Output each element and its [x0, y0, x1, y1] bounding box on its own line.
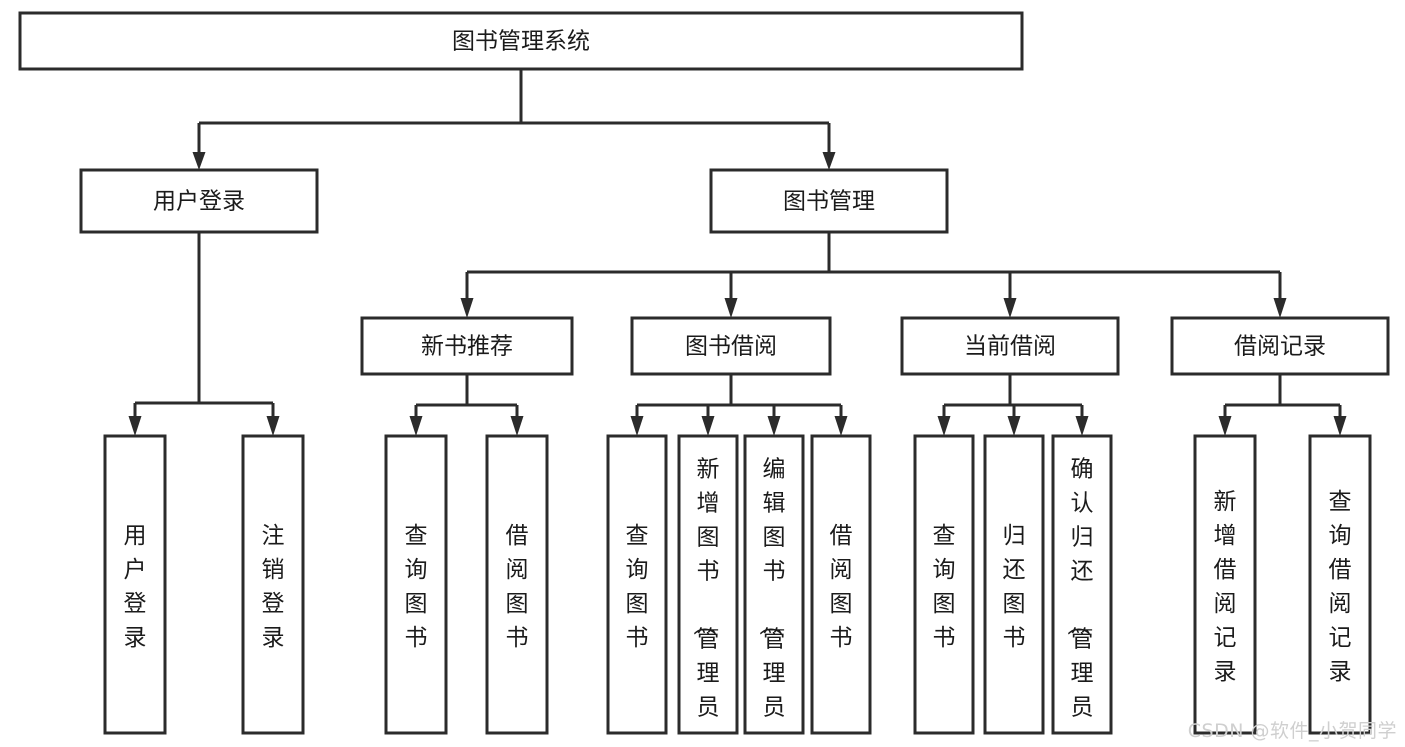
arrow-to-newbook [460, 298, 474, 318]
node-book-management-label: 图书管理 [783, 189, 875, 215]
arrow-to-user-login [192, 152, 206, 170]
node-current-borrow-box[interactable] [900, 316, 1120, 376]
arrow-to-current [1003, 298, 1017, 318]
leaf-node-label: 注销登录 [262, 523, 285, 651]
leaf-node[interactable]: 确认归还（管理员） [1051, 434, 1113, 747]
leaf-node-box[interactable] [810, 434, 872, 735]
leaf-node[interactable]: 新增图书（管理员） [677, 434, 739, 747]
node-borrow-record-label: 借阅记录 [1234, 334, 1326, 360]
leaf-node[interactable]: 查询借阅记录 [1308, 434, 1372, 735]
arrow-record-l2 [1333, 416, 1347, 436]
leaf-node-box[interactable] [485, 434, 549, 735]
leaf-node-box[interactable] [1308, 434, 1372, 735]
leaf-node[interactable]: 编辑图书（管理员） [743, 434, 805, 747]
leaf-node-box[interactable] [606, 434, 668, 735]
node-new-book-recommend-label: 新书推荐 [421, 334, 513, 360]
leaf-node-label: 新增借阅记录 [1214, 489, 1237, 685]
leaf-node-box[interactable] [103, 434, 167, 735]
leaf-node[interactable]: 借阅图书 [485, 434, 549, 735]
leaf-node[interactable]: 用户登录 [103, 434, 167, 735]
leaf-node-label: 查询借阅记录 [1329, 489, 1352, 685]
node-user-login[interactable]: 用户登录 [79, 168, 319, 234]
leaf-node[interactable]: 新增借阅记录 [1193, 434, 1257, 735]
edges-record-to-leaves [1218, 374, 1347, 436]
edges-borrow-to-leaves [630, 374, 848, 436]
leaf-node-box[interactable] [1051, 434, 1113, 735]
arrow-userlogin-l1 [128, 416, 142, 436]
leaf-nodes: 用户登录 注销登录 查询图书 借阅图书 查询图书 新增图书（管理员） 编辑图书（管理员） 借阅… [103, 434, 1372, 747]
arrow-record-l1 [1218, 416, 1232, 436]
leaf-node-box[interactable] [1193, 434, 1257, 735]
leaf-node-box[interactable] [913, 434, 975, 735]
node-root-box[interactable] [18, 11, 1024, 71]
node-book-management[interactable]: 图书管理 [709, 168, 949, 234]
arrow-borrow-l3 [767, 416, 781, 436]
node-new-book-recommend[interactable]: 新书推荐 [360, 316, 574, 376]
node-current-borrow-label: 当前借阅 [964, 334, 1056, 360]
leaf-node-label: 用户登录 [124, 523, 147, 651]
node-current-borrow[interactable]: 当前借阅 [900, 316, 1120, 376]
leaf-node[interactable]: 查询图书 [384, 434, 448, 735]
node-user-login-box[interactable] [79, 168, 319, 234]
node-root-label: 图书管理系统 [452, 29, 590, 55]
arrow-newbook-l2 [510, 416, 524, 436]
node-book-management-box[interactable] [709, 168, 949, 234]
leaf-node-box[interactable] [384, 434, 448, 735]
arrow-borrow-l1 [630, 416, 644, 436]
node-root[interactable]: 图书管理系统 [18, 11, 1024, 71]
leaf-node[interactable]: 借阅图书 [810, 434, 872, 735]
arrow-newbook-l1 [409, 416, 423, 436]
arrow-borrow-l2 [701, 416, 715, 436]
edges-current-to-leaves [937, 374, 1089, 436]
leaf-node-label: 查询图书 [626, 523, 649, 651]
node-book-borrow[interactable]: 图书借阅 [630, 316, 832, 376]
leaf-node[interactable]: 注销登录 [241, 434, 305, 735]
leaf-node-label: 编辑图书（管理员） [757, 457, 786, 747]
node-borrow-record[interactable]: 借阅记录 [1170, 316, 1390, 376]
arrow-to-record [1273, 298, 1287, 318]
leaf-node[interactable]: 查询图书 [606, 434, 668, 735]
leaf-node-label: 确认归还（管理员） [1065, 457, 1094, 747]
leaf-node[interactable]: 归还图书 [983, 434, 1045, 735]
arrow-current-l3 [1075, 416, 1089, 436]
leaf-node[interactable]: 查询图书 [913, 434, 975, 735]
arrow-current-l1 [937, 416, 951, 436]
node-book-borrow-box[interactable] [630, 316, 832, 376]
arrow-userlogin-l2 [266, 416, 280, 436]
leaf-node-box[interactable] [983, 434, 1045, 735]
node-book-borrow-label: 图书借阅 [685, 334, 777, 360]
node-borrow-record-box[interactable] [1170, 316, 1390, 376]
leaf-node-label: 查询图书 [933, 523, 956, 651]
node-new-book-recommend-box[interactable] [360, 316, 574, 376]
leaf-node-label: 借阅图书 [506, 523, 529, 651]
edges-newbook-to-leaves [409, 374, 524, 436]
node-user-login-label: 用户登录 [153, 189, 245, 215]
edges-userlogin-to-leaves [128, 232, 280, 436]
arrow-current-l2 [1007, 416, 1021, 436]
edges-root-to-level2 [192, 69, 836, 170]
edges-bookmgmt-to-level3 [460, 232, 1287, 318]
arrow-to-borrow [724, 298, 738, 318]
leaf-node-box[interactable] [677, 434, 739, 735]
arrow-to-book-mgmt [822, 152, 836, 170]
leaf-node-box[interactable] [241, 434, 305, 735]
leaf-node-label: 查询图书 [405, 523, 428, 651]
leaf-node-label: 新增图书（管理员） [691, 457, 720, 747]
leaf-node-label: 借阅图书 [830, 523, 853, 651]
leaf-node-label: 归还图书 [1003, 523, 1026, 651]
leaf-node-box[interactable] [743, 434, 805, 735]
arrow-borrow-l4 [834, 416, 848, 436]
